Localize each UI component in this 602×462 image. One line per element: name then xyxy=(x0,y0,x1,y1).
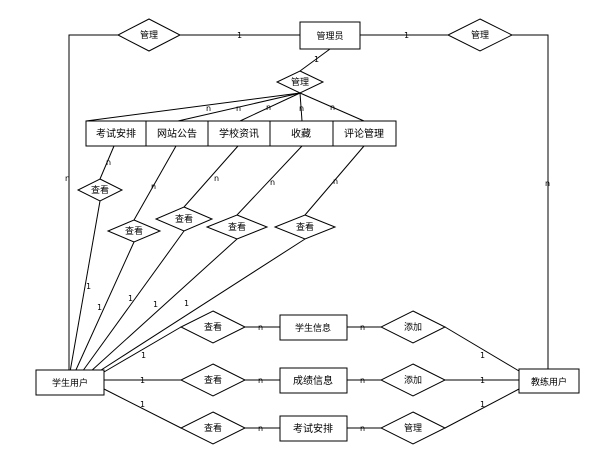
cardinality-labels: 1 1 n n 1 n n n n n n n n n n 1 1 1 1 1 … xyxy=(65,31,550,433)
entity-favorites: 收藏 xyxy=(269,120,334,147)
relationship-view-grade: 查看 xyxy=(179,363,247,397)
svg-text:管理: 管理 xyxy=(140,29,158,41)
relationship-view-favorites: 查看 xyxy=(205,214,269,240)
svg-text:收藏: 收藏 xyxy=(291,127,311,140)
cardinality-label: n xyxy=(258,424,263,433)
cardinality-label: 1 xyxy=(314,55,319,64)
cardinality-label: 1 xyxy=(480,351,485,360)
entity-teacher-user: 教练用户 xyxy=(518,368,580,394)
cardinality-label: n xyxy=(330,103,335,112)
cardinality-label: n xyxy=(360,323,365,332)
svg-text:查看: 查看 xyxy=(175,213,193,225)
cardinality-label: 1 xyxy=(480,400,485,409)
cardinality-label: 1 xyxy=(128,294,133,303)
entity-grade-info: 成绩信息 xyxy=(279,367,348,394)
cardinality-label: n xyxy=(299,104,304,113)
cardinality-label: n xyxy=(214,174,219,183)
svg-text:查看: 查看 xyxy=(204,374,222,386)
relationship-view-notice: 查看 xyxy=(106,219,162,243)
cardinality-label: n xyxy=(333,177,338,186)
entity-exam-schedule: 考试安排 xyxy=(85,120,147,147)
relationship-manage-center: 管理 xyxy=(275,70,325,94)
relationship-add-grade: 添加 xyxy=(379,363,447,397)
svg-text:管理员: 管理员 xyxy=(316,30,343,42)
cardinality-label: n xyxy=(270,178,275,187)
cardinality-label: n xyxy=(266,103,271,112)
cardinality-label: n xyxy=(360,376,365,385)
svg-text:管理: 管理 xyxy=(404,422,422,434)
entity-site-notice: 网站公告 xyxy=(145,120,209,147)
svg-text:管理: 管理 xyxy=(291,76,309,88)
connector-lines xyxy=(68,34,549,429)
relationship-manage-right: 管理 xyxy=(446,18,514,52)
svg-text:查看: 查看 xyxy=(204,321,222,333)
relationship-view-exam: 查看 xyxy=(76,178,124,202)
svg-text:学校资讯: 学校资讯 xyxy=(219,127,259,140)
svg-text:教练用户: 教练用户 xyxy=(531,376,567,388)
cardinality-label: n xyxy=(545,179,550,188)
svg-text:查看: 查看 xyxy=(91,184,109,196)
svg-text:添加: 添加 xyxy=(404,322,422,333)
svg-text:考试安排: 考试安排 xyxy=(293,422,333,435)
entity-admin: 管理员 xyxy=(299,21,361,50)
svg-text:添加: 添加 xyxy=(404,375,422,386)
relationship-manage-exam: 管理 xyxy=(379,411,447,445)
svg-text:查看: 查看 xyxy=(228,221,246,233)
entity-comment-mgmt: 评论管理 xyxy=(332,120,397,147)
cardinality-label: 1 xyxy=(86,282,91,291)
cardinality-label: 1 xyxy=(184,299,189,308)
cardinality-label: n xyxy=(106,158,111,167)
svg-text:查看: 查看 xyxy=(125,225,143,237)
entity-school-news: 学校资讯 xyxy=(207,120,271,147)
svg-text:成绩信息: 成绩信息 xyxy=(293,374,333,387)
cardinality-label: 1 xyxy=(97,303,102,312)
cardinality-label: n xyxy=(65,174,70,183)
relationship-view-news: 查看 xyxy=(154,206,214,232)
svg-text:评论管理: 评论管理 xyxy=(344,127,384,140)
cardinality-label: n xyxy=(360,424,365,433)
entity-student-info: 学生信息 xyxy=(279,314,348,341)
svg-text:学生信息: 学生信息 xyxy=(295,322,331,334)
cardinality-label: 1 xyxy=(141,351,146,360)
cardinality-label: n xyxy=(206,104,211,113)
cardinality-label: n xyxy=(236,104,241,113)
cardinality-label: n xyxy=(258,376,263,385)
svg-text:学生用户: 学生用户 xyxy=(52,377,88,389)
svg-text:查看: 查看 xyxy=(204,422,222,434)
cardinality-label: 1 xyxy=(480,376,485,385)
cardinality-label: n xyxy=(258,323,263,332)
svg-text:考试安排: 考试安排 xyxy=(96,127,136,140)
cardinality-label: 1 xyxy=(153,300,158,309)
cardinality-label: 1 xyxy=(404,31,409,40)
relationship-view-comment: 查看 xyxy=(273,214,337,240)
entity-exam-schedule-bottom: 考试安排 xyxy=(279,415,348,442)
svg-text:网站公告: 网站公告 xyxy=(157,127,197,140)
svg-text:查看: 查看 xyxy=(296,221,314,233)
cardinality-label: 1 xyxy=(140,376,145,385)
relationship-view-exam-schedule: 查看 xyxy=(179,411,247,445)
entity-student-user: 学生用户 xyxy=(35,369,105,396)
relationship-manage-left: 管理 xyxy=(116,18,182,52)
cardinality-label: 1 xyxy=(237,31,242,40)
svg-text:管理: 管理 xyxy=(471,29,489,41)
relationship-view-student-info: 查看 xyxy=(179,310,247,344)
relationship-add-student-info: 添加 xyxy=(379,310,447,344)
cardinality-label: 1 xyxy=(140,400,145,409)
cardinality-label: n xyxy=(151,182,156,191)
